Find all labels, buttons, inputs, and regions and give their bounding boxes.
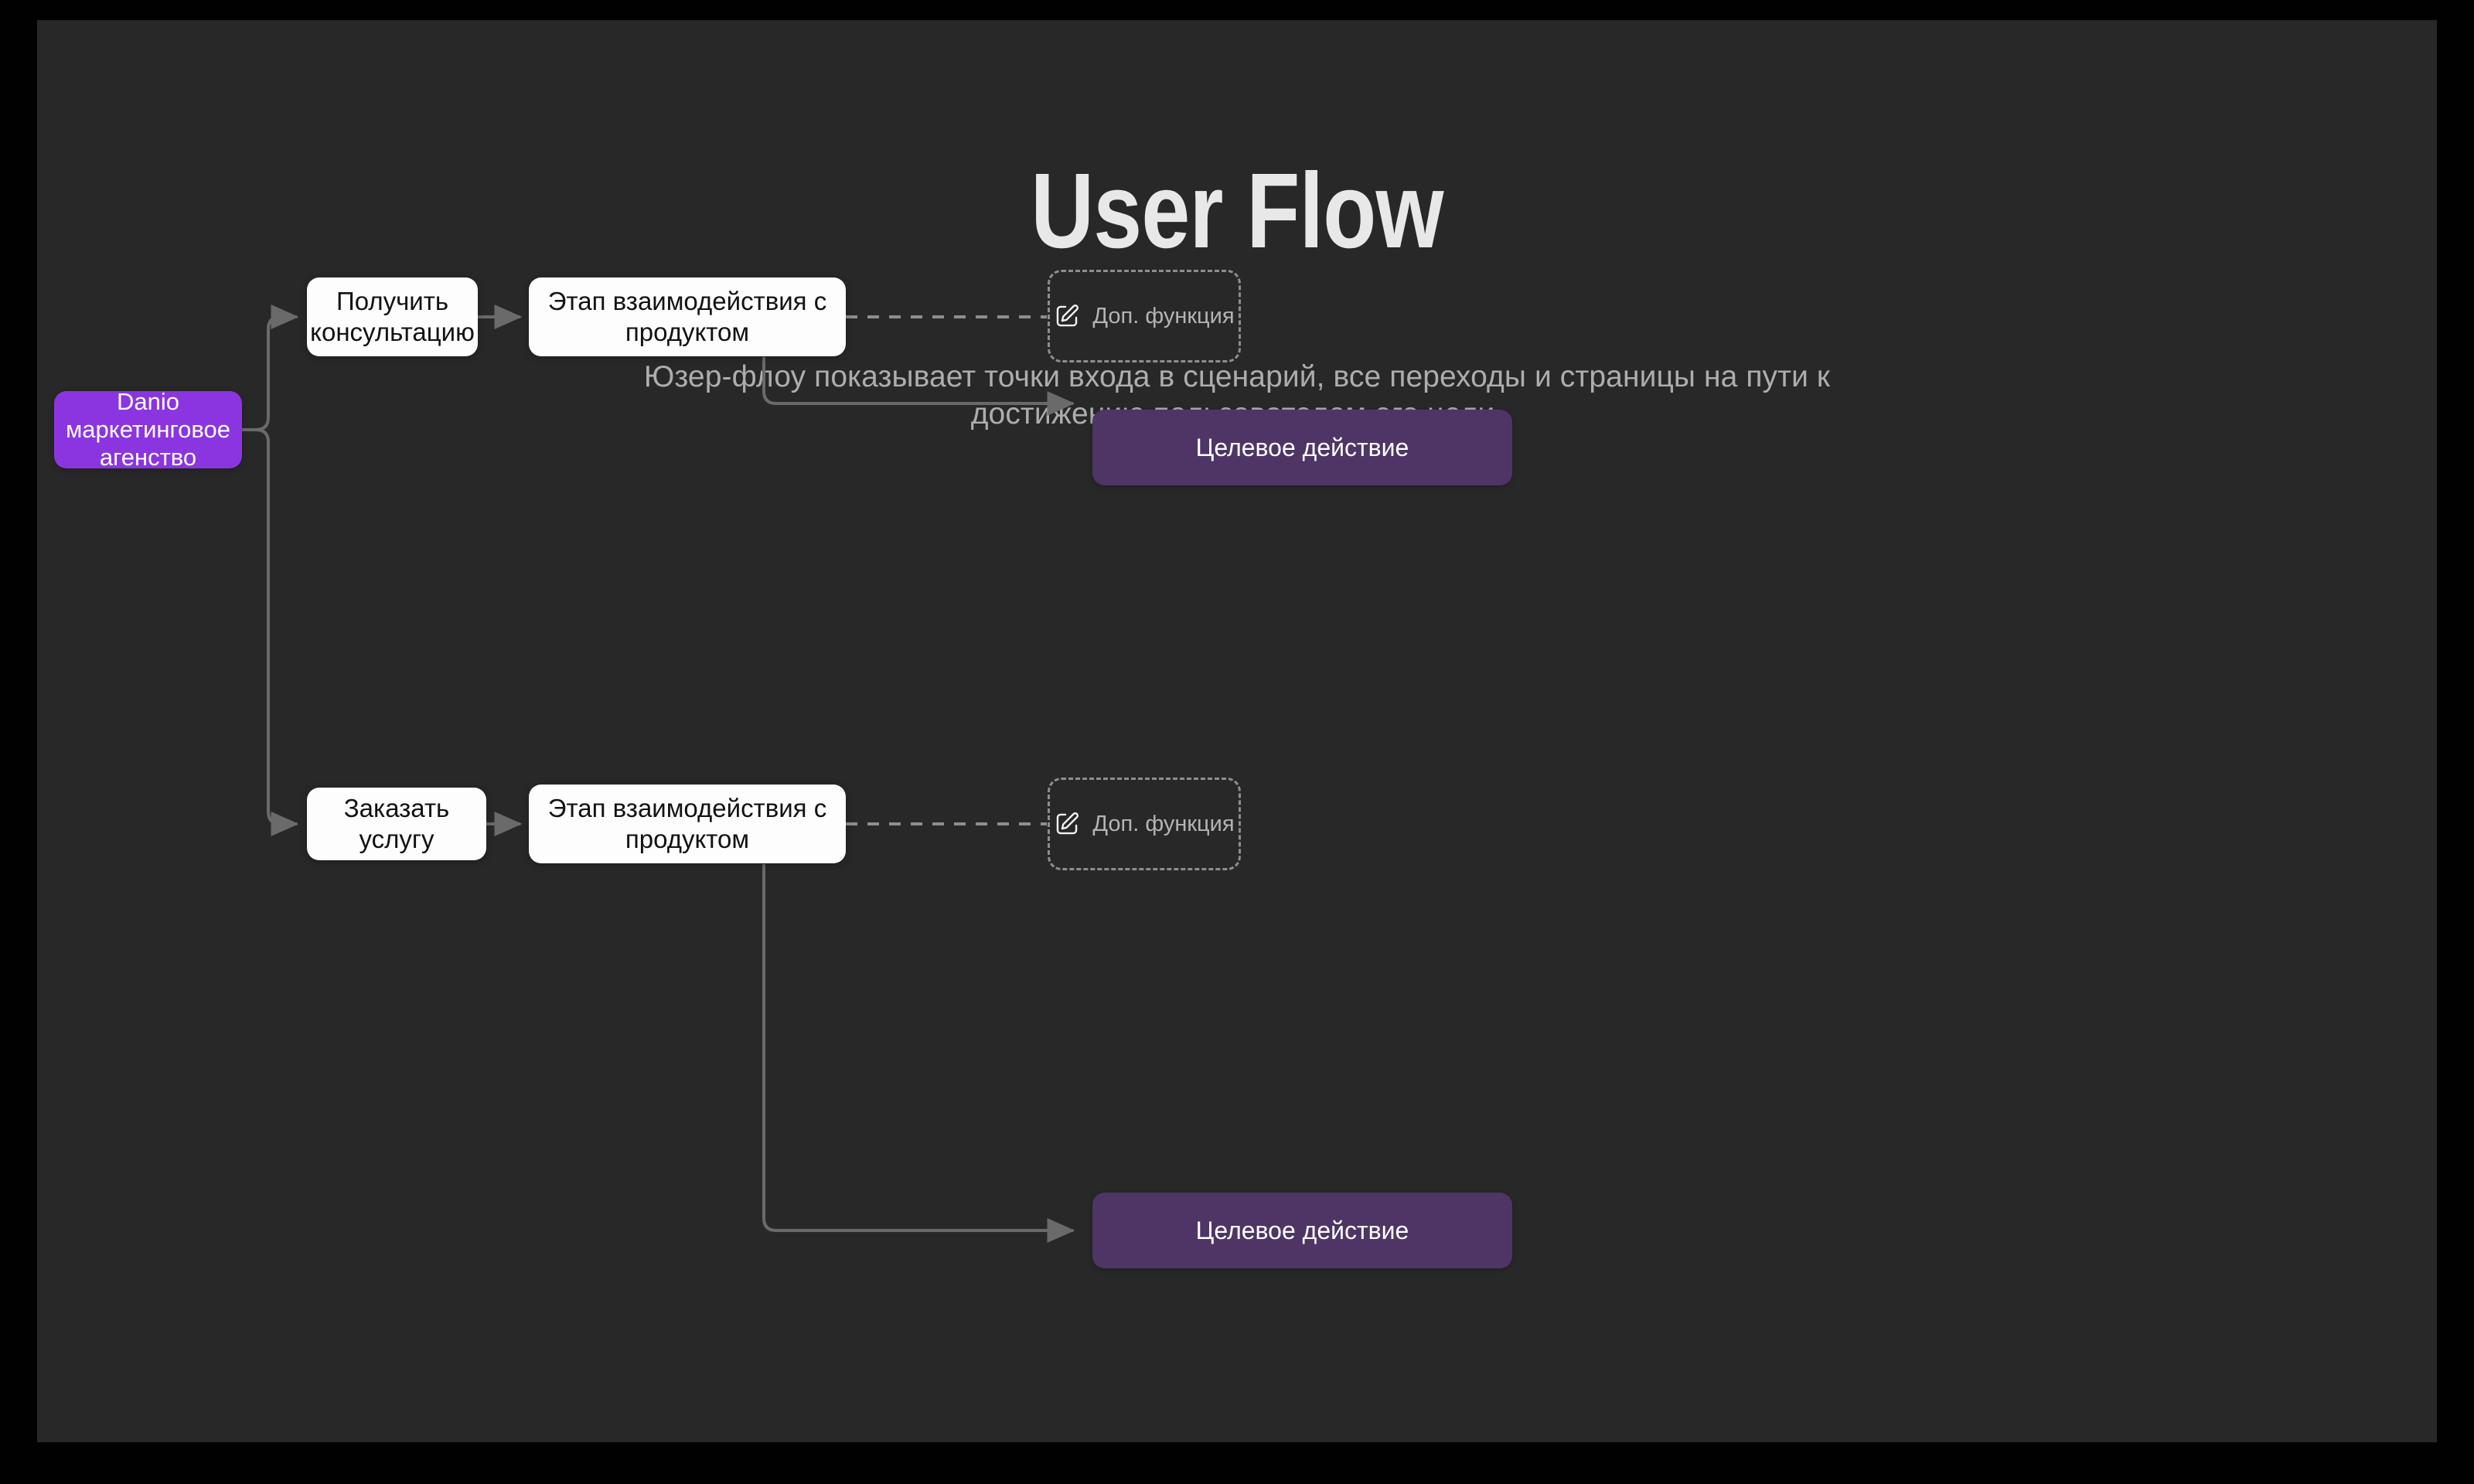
node-optional-lower[interactable]: Доп. функция (1048, 778, 1241, 870)
connector-stage-to-goal-lower (762, 864, 1075, 1243)
node-goal-lower[interactable]: Целевое действие (1092, 1193, 1512, 1268)
edit-icon (1057, 305, 1079, 327)
node-stage-upper[interactable]: Этап взаимодействия с продуктом (529, 277, 846, 356)
node-goal-upper-label: Целевое действие (1195, 433, 1409, 461)
node-start-danio-agency[interactable]: Danio маркетинговое агенство (54, 388, 242, 471)
connector-bus-to-consultation (242, 305, 299, 431)
node-stage-upper-label: Этап взаимодействия с продуктом (547, 287, 827, 346)
edit-icon (1057, 812, 1079, 835)
node-goal-upper[interactable]: Целевое действие (1092, 410, 1512, 485)
node-stage-lower[interactable]: Этап взаимодействия с продуктом (529, 785, 846, 863)
node-goal-lower-label: Целевое действие (1195, 1216, 1409, 1244)
node-entry-order[interactable]: Заказать услугу (307, 788, 486, 860)
node-optional-upper[interactable]: Доп. функция (1048, 270, 1241, 362)
user-flow-diagram: Danio маркетинговое агенство Получить ко… (37, 20, 2437, 1442)
node-optional-upper-label: Доп. функция (1092, 303, 1235, 328)
node-optional-lower-label: Доп. функция (1092, 811, 1235, 836)
node-entry-consultation[interactable]: Получить консультацию (307, 277, 478, 356)
node-stage-lower-label: Этап взаимодействия с продуктом (547, 794, 827, 853)
page-title: User Flow (1031, 151, 1443, 271)
connector-stage-to-goal-upper (762, 357, 1075, 416)
connector-bus-to-order (242, 428, 299, 836)
content-panel: User Flow Юзер-флоу показывает точки вхо… (37, 20, 2437, 1442)
node-entry-order-label: Заказать услугу (343, 794, 450, 853)
node-entry-consultation-label: Получить консультацию (310, 287, 475, 346)
node-start-label: Danio маркетинговое агенство (65, 388, 231, 471)
